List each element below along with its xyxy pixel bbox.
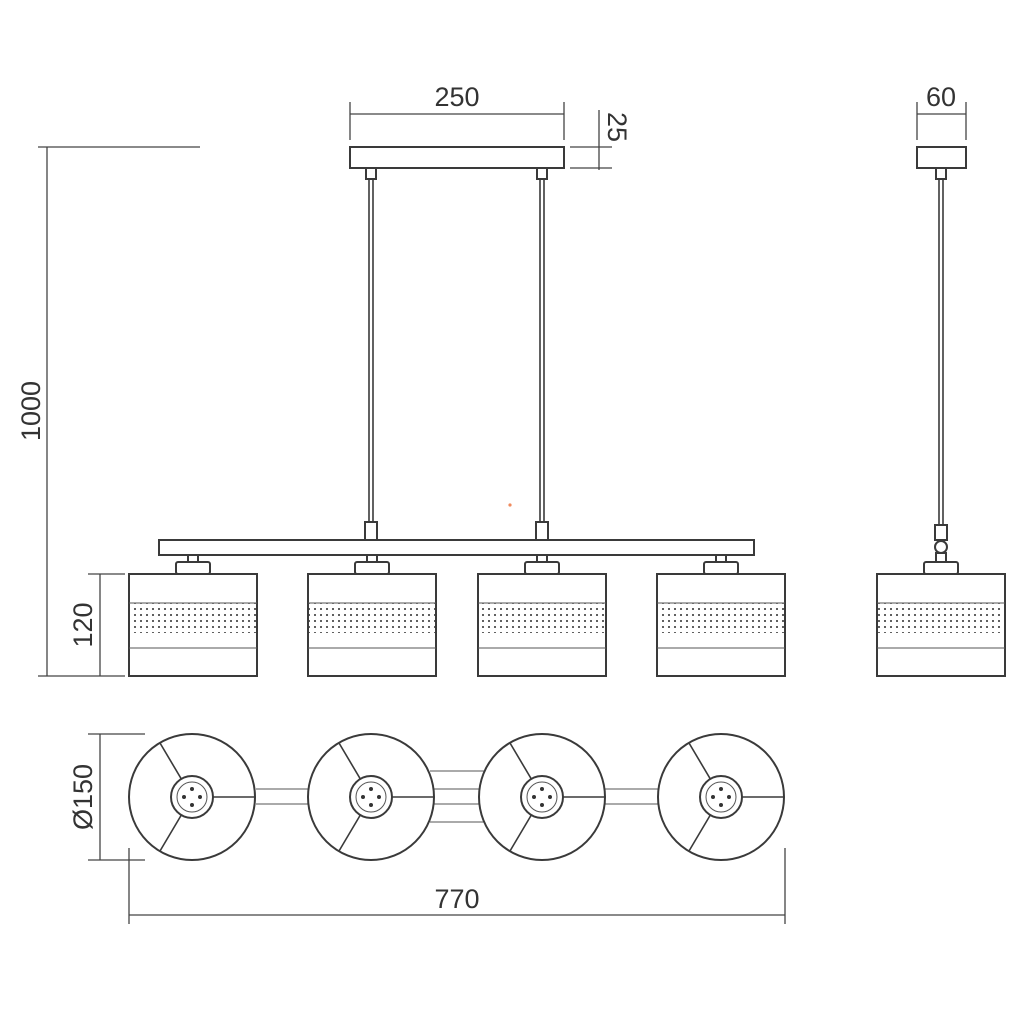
dimension-label-total-length: 770 (434, 884, 479, 914)
dimension-canopy-width: 250 (349, 82, 565, 140)
top-bar-segment-3 (602, 788, 660, 805)
top-bar-segment-1 (256, 788, 309, 805)
dimension-label-canopy-width: 250 (434, 82, 479, 112)
cable-fitting-top-left (365, 167, 377, 180)
shade-top-4 (657, 733, 785, 861)
dimension-shade-diameter: Ø150 (68, 733, 145, 861)
shade-front-4 (656, 554, 786, 677)
dimension-canopy-depth: 60 (916, 82, 967, 140)
dimension-total-height: 1000 (16, 146, 200, 677)
dimension-shade-height: 120 (68, 573, 125, 676)
canopy (349, 146, 565, 169)
side-canopy (916, 146, 967, 169)
side-cable-fitting-bottom (934, 524, 948, 541)
dimension-label-total-height: 1000 (16, 381, 46, 441)
shade-top-1 (128, 733, 256, 861)
dimension-label-canopy-height: 25 (602, 112, 632, 142)
dimension-total-length: 770 (128, 848, 786, 924)
shade-front-2 (307, 554, 437, 677)
shade-top-3 (478, 733, 606, 861)
dimension-canopy-height: 25 (570, 110, 632, 170)
suspension-cable-left (368, 179, 374, 522)
top-view (128, 733, 785, 861)
cable-fitting-top-right (536, 167, 548, 180)
shade-front-1 (128, 554, 258, 677)
horizontal-bar (158, 539, 755, 556)
cable-fitting-bottom-right (535, 521, 549, 541)
shade-front-3 (477, 554, 607, 677)
dimension-label-shade-height: 120 (68, 602, 98, 647)
suspension-cable-right (539, 179, 545, 522)
side-view (876, 146, 1006, 677)
dimension-label-canopy-depth: 60 (926, 82, 956, 112)
shade-top-2 (307, 733, 435, 861)
top-bar-segment-2 (430, 770, 484, 823)
cable-fitting-bottom-left (364, 521, 378, 541)
side-suspension-cable (938, 179, 944, 525)
side-joint (934, 540, 948, 554)
accent-dot (508, 503, 512, 507)
side-stem (935, 552, 947, 563)
front-view (128, 146, 786, 677)
side-cable-fitting-top (935, 167, 947, 180)
dimension-label-shade-diameter: Ø150 (68, 764, 98, 830)
shade-side (876, 561, 1006, 677)
